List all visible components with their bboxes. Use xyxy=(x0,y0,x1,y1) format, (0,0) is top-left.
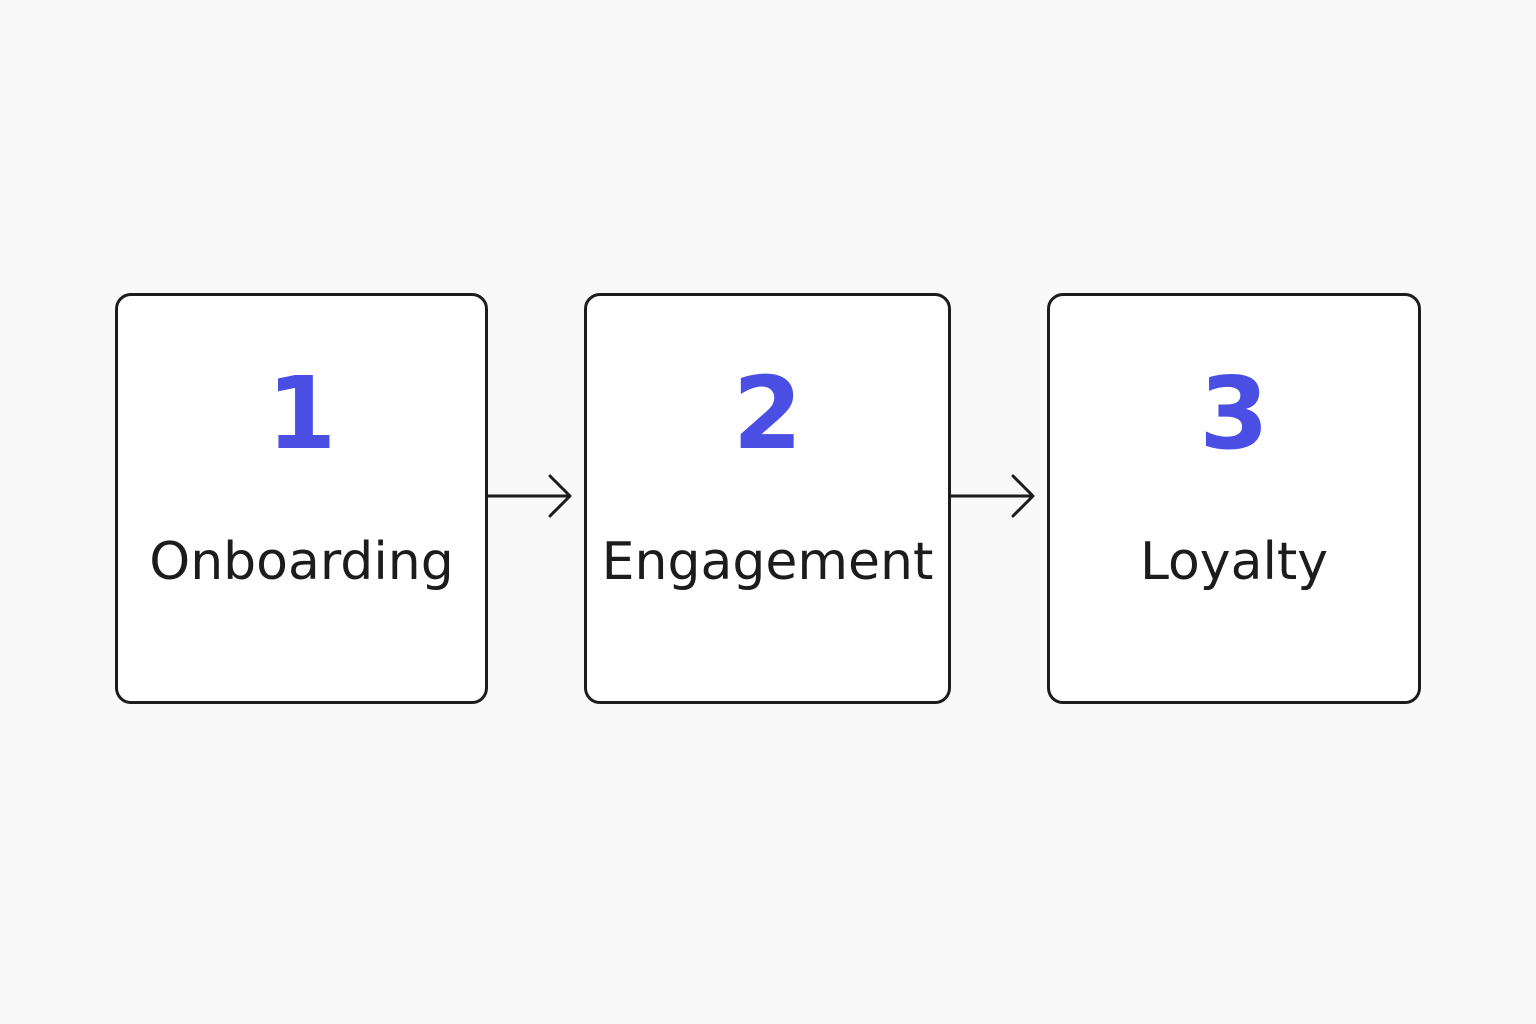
step-label: Onboarding xyxy=(149,532,454,592)
step-number: 2 xyxy=(732,355,803,472)
arrow-right-icon xyxy=(488,474,572,518)
step-box-loyalty: 3 Loyalty xyxy=(1047,293,1421,704)
step-label: Engagement xyxy=(601,532,934,592)
step-number: 1 xyxy=(266,355,337,472)
arrow-right-icon xyxy=(951,474,1035,518)
step-number: 3 xyxy=(1199,355,1269,472)
step-box-onboarding: 1 Onboarding xyxy=(115,293,488,704)
step-box-engagement: 2 Engagement xyxy=(584,293,951,704)
step-label: Loyalty xyxy=(1139,532,1329,592)
